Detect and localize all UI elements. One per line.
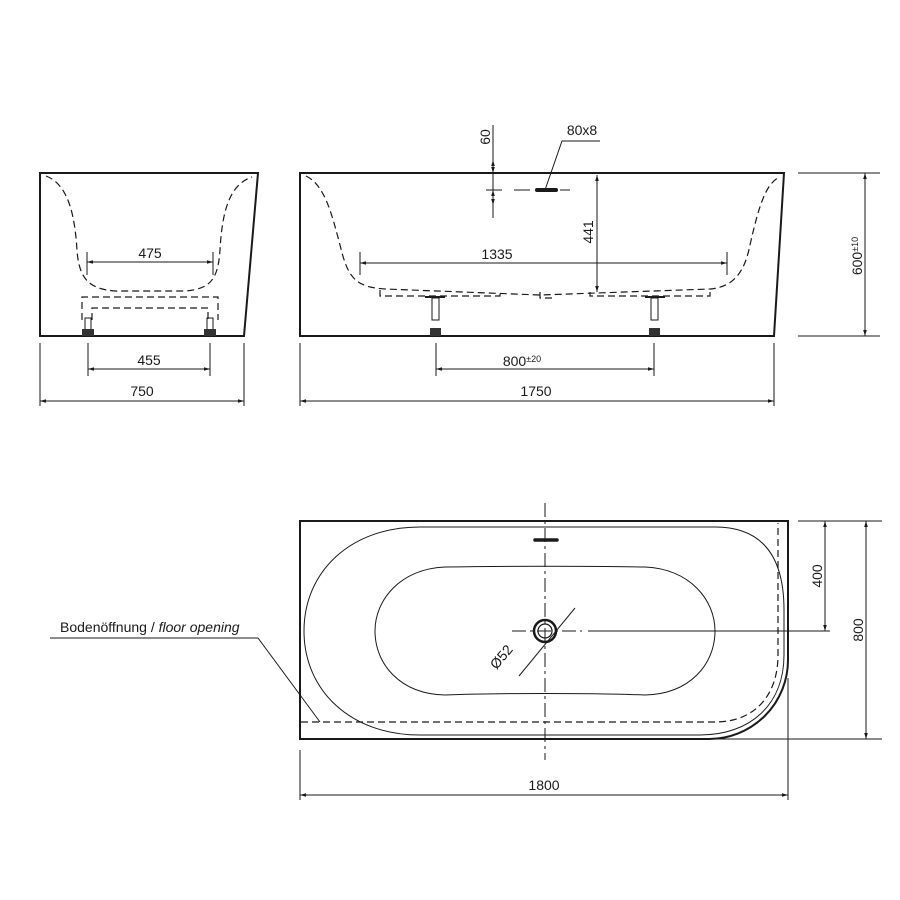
front-view-foot-right bbox=[645, 296, 665, 336]
dim-label-750: 750 bbox=[130, 383, 154, 399]
dim-label-1800: 1800 bbox=[528, 777, 559, 793]
dim-label-800: 800 bbox=[850, 618, 866, 642]
side-view-foot-right bbox=[204, 317, 216, 336]
dim-label-455: 455 bbox=[137, 352, 161, 368]
dim-label-400: 400 bbox=[809, 564, 825, 588]
drain-dim-leader bbox=[518, 607, 576, 677]
dim-label-60: 60 bbox=[477, 129, 493, 145]
dim-label-drain-diameter: Ø52 bbox=[487, 641, 516, 672]
floor-opening-outline bbox=[301, 523, 779, 723]
dim-label-600: 600±10 bbox=[849, 237, 865, 275]
dim-label-1335: 1335 bbox=[481, 246, 512, 262]
front-view: 60 80x8 441 1335 800±20 1750 600±10 bbox=[299, 122, 880, 406]
front-view-foot-left bbox=[425, 296, 445, 336]
front-view-outline bbox=[299, 172, 786, 337]
side-view-stand bbox=[81, 296, 219, 320]
dim-label-475: 475 bbox=[138, 245, 162, 261]
overflow-size-label: 80x8 bbox=[567, 122, 598, 138]
dim-label-800-feet: 800±20 bbox=[503, 353, 541, 369]
floor-opening-leader bbox=[50, 637, 321, 723]
dim-label-1750: 1750 bbox=[520, 383, 551, 399]
dim-label-441: 441 bbox=[580, 220, 596, 244]
side-view-inner-basin bbox=[45, 175, 253, 292]
top-view-basin bbox=[374, 565, 716, 696]
side-view-foot-left bbox=[82, 317, 94, 336]
top-view-rim bbox=[303, 526, 785, 736]
front-view-inner-basin bbox=[305, 175, 781, 296]
top-view: Ø52 Bodenöffnung / floor opening 400 800… bbox=[50, 503, 882, 800]
side-view-outline bbox=[39, 172, 260, 337]
side-view: 475 455 750 bbox=[39, 172, 260, 406]
floor-opening-label: Bodenöffnung / floor opening bbox=[60, 619, 240, 635]
overflow-leader bbox=[544, 140, 600, 191]
